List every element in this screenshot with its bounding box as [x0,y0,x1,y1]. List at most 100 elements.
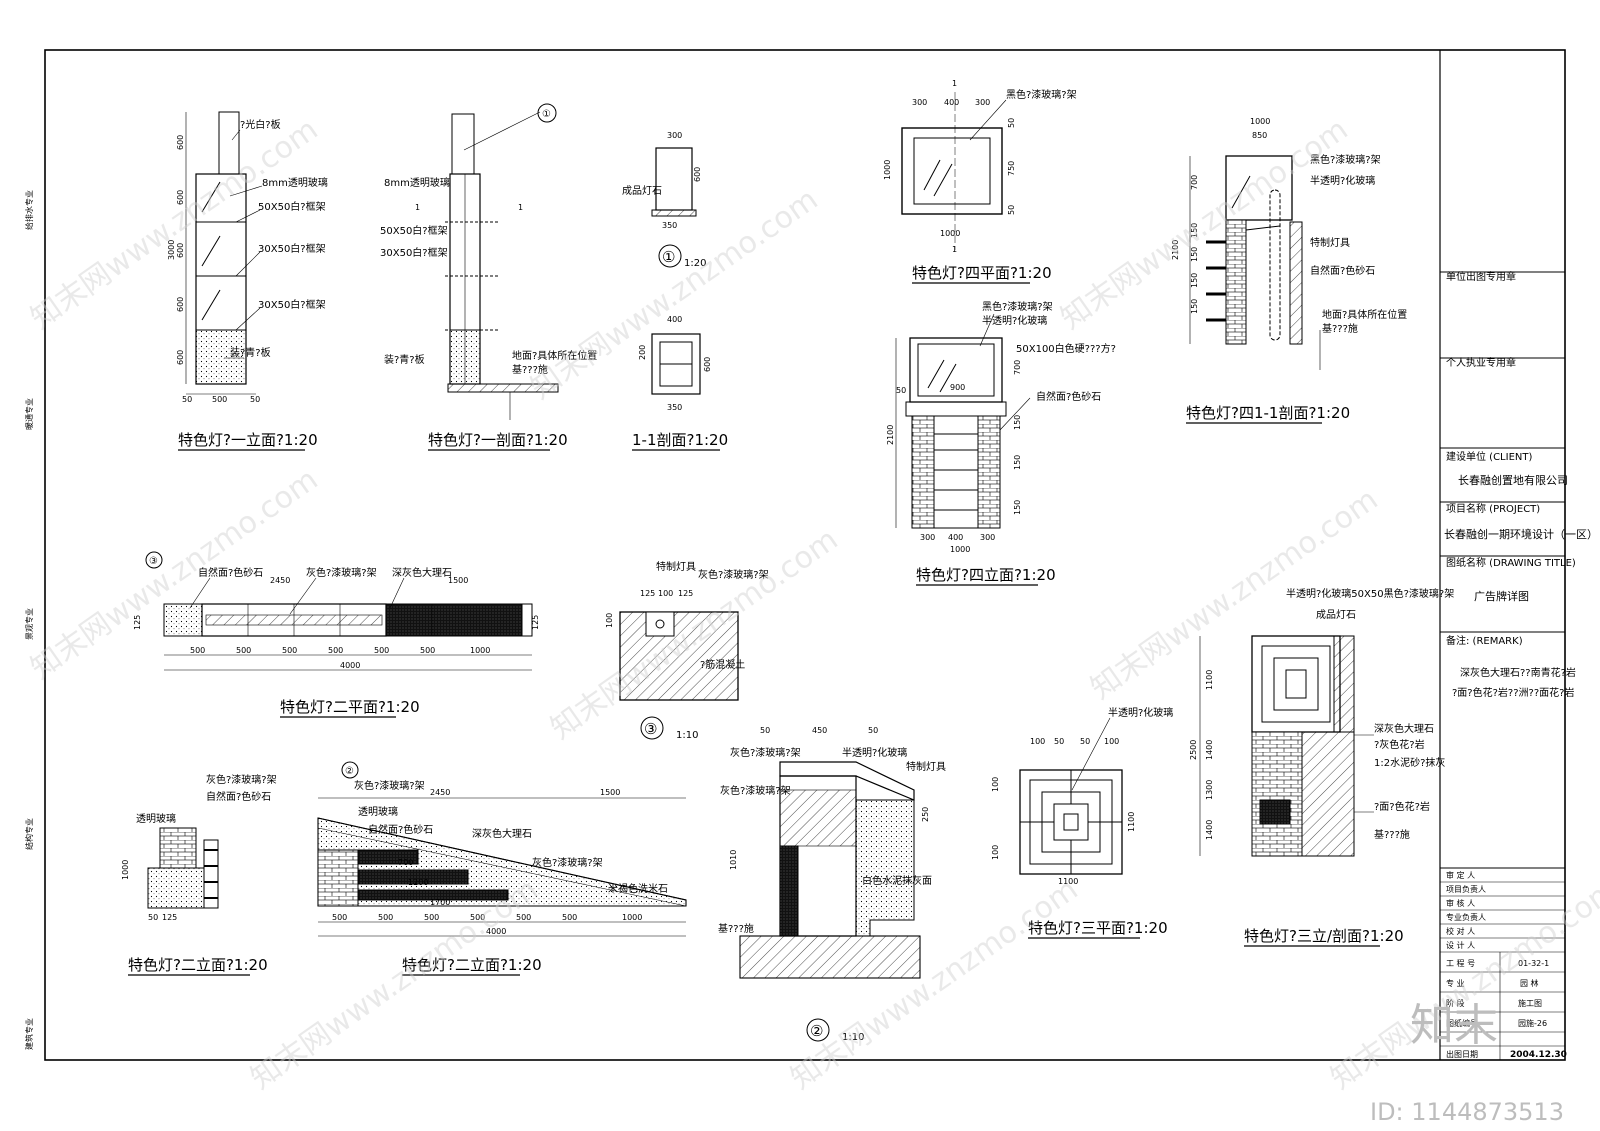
svg-text:500: 500 [190,646,205,655]
svg-text:100: 100 [658,589,673,598]
svg-text:成品灯石: 成品灯石 [622,185,662,197]
svg-text:广告牌详图: 广告牌详图 [1474,589,1529,603]
svg-text:装?青?板: 装?青?板 [230,346,271,359]
svg-text:50: 50 [896,386,906,395]
svg-text:600: 600 [693,167,702,182]
svg-text:结构专业: 结构专业 [24,818,34,850]
svg-text:项目负责人: 项目负责人 [1446,884,1486,894]
svg-text:500: 500 [562,913,577,922]
lamp4-section: 2100 700 150 150 150 150 1000 850 黑色?漆玻璃… [1171,117,1407,424]
lamp2-elevation-small-title: 特色灯?二立面?1:20 [128,956,268,974]
svg-text:3000: 3000 [167,240,176,260]
svg-text:1400: 1400 [1205,740,1214,760]
svg-text:700: 700 [1013,360,1022,375]
svg-text:150: 150 [1013,500,1022,515]
svg-text:50: 50 [148,913,158,922]
svg-text:700: 700 [1190,175,1199,190]
svg-text:300: 300 [667,131,682,140]
svg-text:基???施: 基???施 [1374,828,1410,841]
svg-text:100: 100 [991,845,1000,860]
svg-text:1:20: 1:20 [684,258,706,269]
svg-text:150: 150 [1190,299,1199,314]
svg-text:基???施: 基???施 [512,363,548,376]
svg-text:300: 300 [980,533,995,542]
svg-text:2450: 2450 [430,788,450,797]
svg-text:500: 500 [374,646,389,655]
svg-text:?面?色花?岩: ?面?色花?岩 [1374,800,1430,813]
svg-text:50: 50 [250,395,260,404]
svg-text:1000: 1000 [940,229,960,238]
svg-text:景观专业: 景观专业 [24,608,34,640]
svg-text:125: 125 [531,615,540,630]
svg-text:500: 500 [424,913,439,922]
svg-text:园施-26: 园施-26 [1518,1018,1547,1028]
svg-text:单位出图专用章: 单位出图专用章 [1446,270,1516,283]
svg-text:100: 100 [1104,737,1119,746]
svg-text:350: 350 [667,403,682,412]
lamp2-elevation-title: 特色灯?二立面?1:20 [402,956,542,974]
svg-text:长春融创置地有限公司: 长春融创置地有限公司 [1458,473,1568,487]
svg-text:给排水专业: 给排水专业 [24,190,34,230]
svg-text:1100: 1100 [1058,877,1078,886]
svg-text:灰色?漆玻璃?架: 灰色?漆玻璃?架 [720,784,791,797]
svg-text:600: 600 [176,135,185,150]
svg-text:1100: 1100 [1127,812,1136,832]
svg-text:装?青?板: 装?青?板 [384,353,425,366]
lamp1-elevation-title: 特色灯?一立面?1:20 [178,431,318,449]
svg-text:500: 500 [332,913,347,922]
svg-text:校 对 人: 校 对 人 [1446,926,1475,936]
svg-text:500: 500 [328,646,343,655]
svg-text:500: 500 [516,913,531,922]
svg-text:1:10: 1:10 [676,730,698,741]
svg-text:350: 350 [662,221,677,230]
svg-text:审 核 人: 审 核 人 [1446,898,1475,908]
svg-text:图纸名称 (DRAWING TITLE): 图纸名称 (DRAWING TITLE) [1446,556,1576,569]
svg-text:1000: 1000 [1250,117,1270,126]
lamp1-section-title: 特色灯?一剖面?1:20 [428,431,568,449]
image-id: ID: 1144873513 [1370,1098,1564,1126]
lamp3-plan-title: 特色灯?三平面?1:20 [1028,919,1168,937]
svg-text:1000: 1000 [622,913,642,922]
svg-text:深灰色大理石: 深灰色大理石 [472,827,532,840]
svg-text:建设单位 (CLIENT): 建设单位 (CLIENT) [1446,450,1532,463]
lamp2-elevation-small: 1000 50 125 灰色?漆玻璃?架 自然面?色砂石 透明玻璃 特色灯?二立… [121,773,277,976]
svg-text:施工图: 施工图 [1518,998,1542,1008]
svg-text:半透明?化玻璃50X50黑色?漆玻璃?架: 半透明?化玻璃50X50黑色?漆玻璃?架 [1286,587,1454,600]
svg-text:①: ① [542,109,551,120]
svg-text:知末网www.znzmo.com: 知末网www.znzmo.com [25,462,325,687]
lamp2-plan: 500 500 500 500 500 500 1000 4000 2450 1… [133,551,540,718]
svg-text:30X50白?框架: 30X50白?框架 [258,298,326,311]
lamp2-plan-title: 特色灯?二平面?1:20 [280,698,420,716]
svg-text:4000: 4000 [340,661,360,670]
svg-text:2100: 2100 [1171,240,1180,260]
lamp1-elevation: 600 600 600 600 600 3000 50 500 50 ?光白?板… [167,111,328,451]
svg-text:1700: 1700 [430,898,450,907]
svg-text:特制灯具: 特制灯具 [656,560,696,573]
svg-text:750: 750 [1007,161,1016,176]
svg-text:8mm透明玻璃: 8mm透明玻璃 [262,176,328,189]
svg-text:1000: 1000 [950,545,970,554]
svg-text:自然面?色砂石: 自然面?色砂石 [1036,390,1101,403]
svg-text:100: 100 [605,613,614,628]
lamp4-elevation-title: 特色灯?四立面?1:20 [916,566,1056,584]
svg-text:园 林: 园 林 [1520,978,1539,988]
svg-text:半透明?化玻璃: 半透明?化玻璃 [842,746,907,759]
svg-text:50: 50 [1080,737,1090,746]
svg-text:灰色?漆玻璃?架: 灰色?漆玻璃?架 [730,746,801,759]
svg-text:1000: 1000 [883,160,892,180]
svg-text:2004.12.30: 2004.12.30 [1510,1050,1567,1060]
svg-text:1000: 1000 [121,860,130,880]
svg-text:自然面?色砂石: 自然面?色砂石 [1310,264,1375,277]
svg-text:4000: 4000 [486,927,506,936]
svg-text:专业负责人: 专业负责人 [1446,912,1486,922]
lamp4-plan-title: 特色灯?四平面?1:20 [912,264,1052,282]
svg-text:900: 900 [950,383,965,392]
svg-text:2500: 2500 [1189,740,1198,760]
svg-text:100: 100 [1030,737,1045,746]
svg-text:知末网www.znzmo.com: 知末网www.znzmo.com [545,522,845,747]
svg-text:地面?具体所在位置: 地面?具体所在位置 [1322,308,1407,321]
detail-1: 300 350 600 成品灯石 ① 1:20 [622,131,706,269]
svg-text:50: 50 [1007,118,1016,128]
svg-text:600: 600 [176,297,185,312]
lamp1-section: ① 1 1 8mm透明玻璃 50X50白?框架 30X50白?框架 装?青?板 … [380,103,597,451]
